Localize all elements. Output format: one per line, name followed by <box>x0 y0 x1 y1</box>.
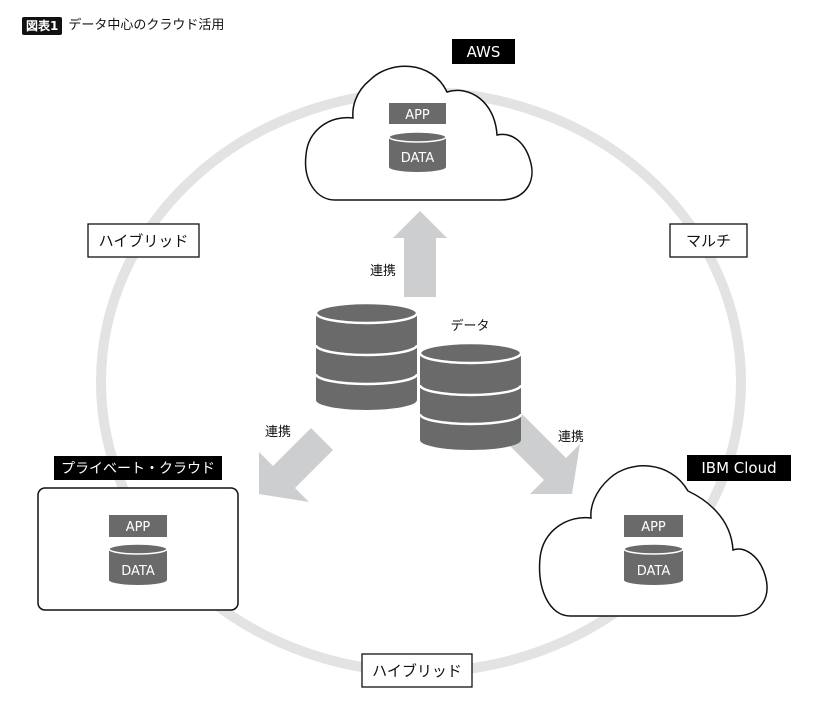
aws-label-bg <box>452 39 515 64</box>
private-data-cylinder-top <box>108 543 168 555</box>
private-data-cylinder <box>109 544 167 585</box>
cloud-shape-ibm <box>538 465 768 617</box>
private-data-label: DATA <box>121 564 155 579</box>
relation-label-right: マルチ <box>686 232 731 250</box>
database-top <box>314 301 419 325</box>
ibm-label-bg <box>687 455 791 481</box>
database-band <box>418 384 523 397</box>
relation-multi-right: マルチ <box>669 223 748 258</box>
relation-box <box>669 223 748 258</box>
ibm-data-cylinder-top <box>623 543 684 555</box>
arrow-up-to-aws <box>393 211 447 297</box>
relation-label-left: ハイブリッド <box>99 232 189 250</box>
ibm-label: IBM Cloud <box>701 459 776 477</box>
aws-app-box <box>389 103 446 124</box>
aws-cloud: AWS APP DATA <box>304 39 533 201</box>
database-top <box>418 341 523 365</box>
database-band <box>314 373 419 386</box>
central-database-left <box>314 301 419 410</box>
link-label-right: 連携 <box>558 429 584 445</box>
database-band <box>314 344 419 357</box>
private-label-bg <box>54 456 222 480</box>
private-app-box <box>109 515 167 537</box>
private-label: プライベート・クラウド <box>61 461 215 477</box>
aws-label: AWS <box>467 43 501 61</box>
figure-badge: 図表1 <box>22 17 63 35</box>
aws-app-label: APP <box>405 108 430 123</box>
relation-hybrid-bottom: ハイブリッド <box>361 653 473 688</box>
database-band <box>418 413 523 426</box>
relation-box <box>361 653 473 688</box>
figure-title-text: データ中心のクラウド活用 <box>68 18 225 33</box>
data-label: データ <box>450 318 489 334</box>
relation-label-bottom: ハイブリッド <box>372 662 462 680</box>
ibm-app-label: APP <box>641 520 666 535</box>
ibm-data-label: DATA <box>637 564 671 579</box>
private-cloud: プライベート・クラウド APP DATA <box>37 456 239 611</box>
arrow-to-private-cloud <box>259 428 333 502</box>
aws-data-cylinder-top <box>388 131 447 143</box>
relation-box <box>87 223 200 258</box>
central-database-right <box>418 341 523 450</box>
aws-data-label: DATA <box>401 151 435 166</box>
relation-hybrid-left: ハイブリッド <box>87 223 200 258</box>
private-app-label: APP <box>126 520 151 535</box>
link-label-up: 連携 <box>370 263 396 279</box>
ibm-data-cylinder <box>624 544 683 585</box>
figure-title: 図表1 データ中心のクラウド活用 <box>22 16 224 36</box>
ibm-cloud: IBM Cloud APP DATA <box>538 455 791 617</box>
link-label-left: 連携 <box>265 424 291 440</box>
ibm-app-box <box>624 515 683 537</box>
